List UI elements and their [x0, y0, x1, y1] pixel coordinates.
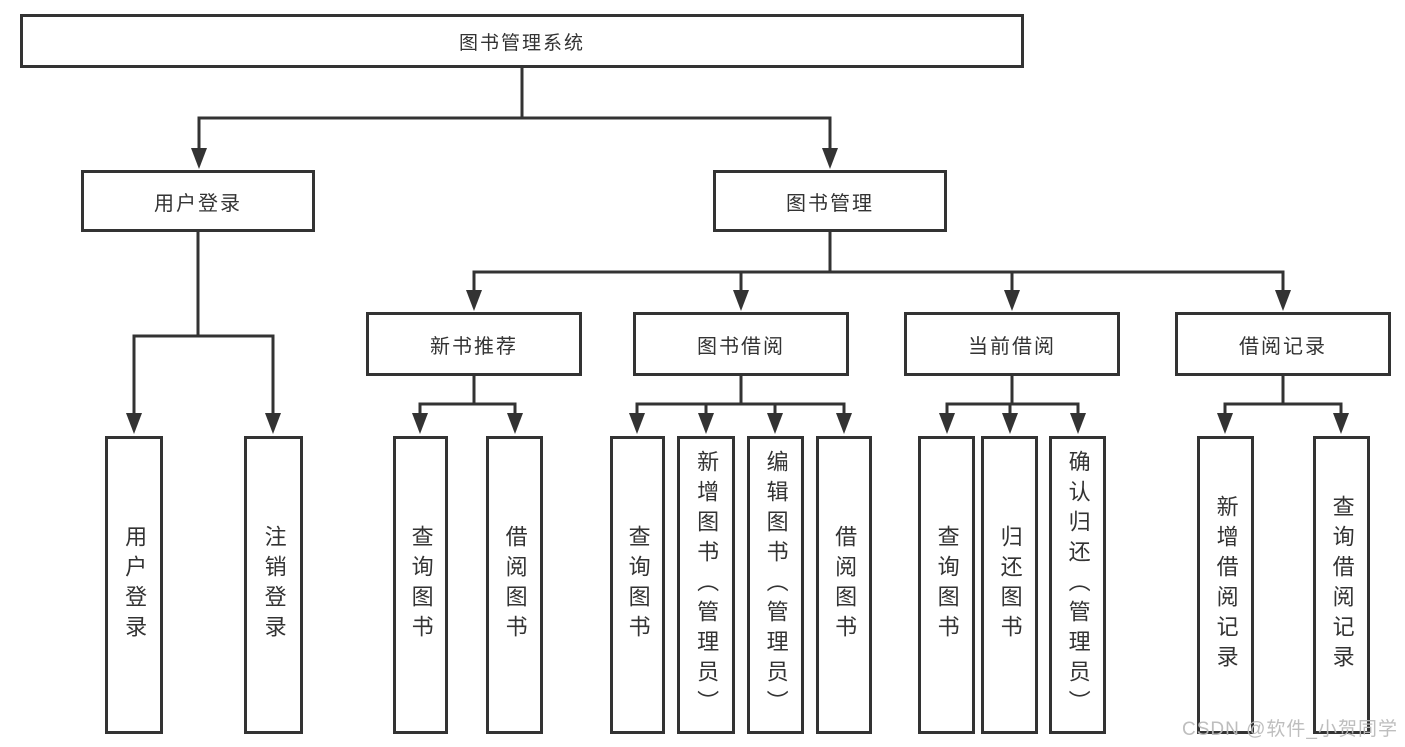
leaf-query-books-borrowing: 查询图书: [610, 436, 665, 734]
leaf-label: 借阅图书: [502, 525, 528, 645]
node-label: 当前借阅: [968, 335, 1056, 358]
watermark: CSDN @软件_小贺同学: [1182, 719, 1398, 740]
leaf-label: 归还图书: [997, 525, 1023, 645]
node-borrowing-records: 借阅记录: [1175, 312, 1391, 376]
leaf-edit-books-admin: 编辑图书（管理员）: [747, 436, 804, 734]
node-book-borrowing: 图书借阅: [633, 312, 849, 376]
node-label: 图书管理: [786, 192, 874, 215]
leaf-label: 编辑图书（管理员）: [763, 450, 789, 720]
leaf-query-borrow-records: 查询借阅记录: [1313, 436, 1370, 734]
node-user-login: 用户登录: [81, 170, 315, 232]
leaf-query-books-recommend: 查询图书: [393, 436, 448, 734]
leaf-add-books-admin: 新增图书（管理员）: [677, 436, 735, 734]
node-current-borrowing: 当前借阅: [904, 312, 1120, 376]
node-label: 图书管理系统: [458, 32, 585, 54]
leaf-borrow-books-recommend: 借阅图书: [486, 436, 543, 734]
node-book-management: 图书管理: [713, 170, 947, 232]
leaf-label: 查询图书: [625, 525, 651, 645]
leaf-label: 用户登录: [122, 525, 148, 645]
leaf-label: 新增借阅记录: [1213, 495, 1239, 675]
arrowheads: [126, 148, 1349, 434]
leaf-query-books-current: 查询图书: [918, 436, 975, 734]
leaf-confirm-return-admin: 确认归还（管理员）: [1049, 436, 1106, 734]
leaf-label: 查询图书: [408, 525, 434, 645]
node-label: 用户登录: [154, 192, 242, 215]
leaf-user-login: 用户登录: [105, 436, 163, 734]
node-new-book-recommendation: 新书推荐: [366, 312, 582, 376]
node-label: 新书推荐: [430, 335, 518, 358]
node-label: 图书借阅: [697, 335, 785, 358]
leaf-label: 新增图书（管理员）: [694, 450, 720, 720]
leaf-label: 确认归还（管理员）: [1065, 450, 1091, 720]
leaf-label: 查询图书: [934, 525, 960, 645]
leaf-return-books: 归还图书: [981, 436, 1038, 734]
node-library-management-system: 图书管理系统: [20, 14, 1024, 68]
leaf-label: 查询借阅记录: [1329, 495, 1355, 675]
node-label: 借阅记录: [1239, 335, 1327, 358]
leaf-add-borrow-records: 新增借阅记录: [1197, 436, 1254, 734]
leaf-label: 借阅图书: [832, 525, 858, 645]
leaf-logout-login: 注销登录: [244, 436, 303, 734]
leaf-label: 注销登录: [261, 525, 287, 645]
leaf-borrow-books-borrowing: 借阅图书: [816, 436, 872, 734]
